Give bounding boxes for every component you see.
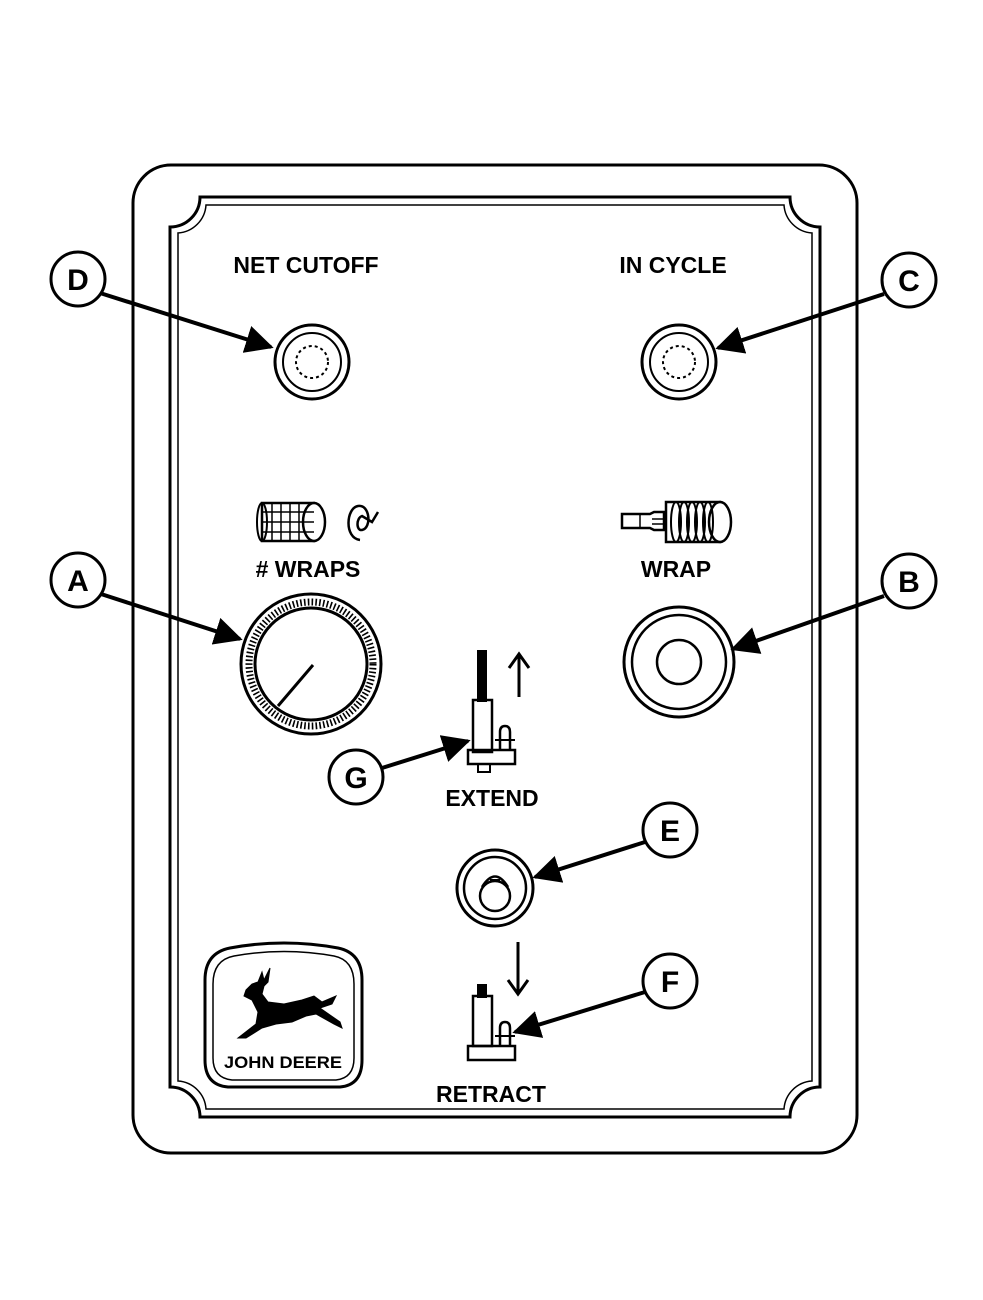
callout-g: G [327,748,385,806]
cylinder-retract-icon [466,984,517,1062]
callout-a-leader [100,592,243,645]
wrap-label: WRAP [641,556,711,582]
dial-pointer [276,664,315,707]
logo-brand-text: JOHN DEERE [224,1053,342,1072]
svg-text:B: B [898,566,920,599]
in-cycle-indicator-light [640,323,718,401]
wrap-push-button[interactable] [622,605,736,719]
callout-d-leader [99,291,274,353]
callout-e: E [641,801,699,859]
callout-f-leader [512,990,646,1038]
panel-inner-border-inner [177,204,813,1110]
svg-text:D: D [67,264,89,297]
extend-label: EXTEND [445,785,538,811]
net-roll-spiral-icon [256,501,380,543]
svg-text:E: E [660,815,680,848]
arrow-down-icon [506,942,530,997]
panel-outer-frame [131,163,859,1155]
in-cycle-label: IN CYCLE [619,252,726,278]
callout-b-leader [730,594,885,654]
retract-label: RETRACT [436,1081,546,1107]
panel-inner-border-outer [168,195,822,1119]
leaping-deer-icon [236,967,343,1039]
wraps-dial-knob[interactable] [239,592,383,736]
svg-text:C: C [898,265,920,298]
net-cutoff-label: NET CUTOFF [233,252,378,278]
callout-a: A [49,551,107,609]
callout-c-leader [715,292,885,354]
cylinder-extend-icon [466,650,517,773]
hand-press-roll-icon [620,500,733,544]
extend-retract-rocker-switch[interactable] [455,848,535,928]
svg-text:F: F [661,966,679,999]
callout-c: C [880,251,938,309]
net-cutoff-indicator-light [273,323,351,401]
arrow-up-icon [507,651,531,697]
callout-e-leader [532,840,646,883]
callout-b: B [880,552,938,610]
callout-g-leader [381,735,471,770]
wraps-label: # WRAPS [256,556,361,582]
callout-d: D [49,250,107,308]
svg-text:A: A [67,565,89,598]
svg-text:G: G [344,762,367,795]
john-deere-logo: JOHN DEERE [203,941,364,1089]
callout-f: F [641,952,699,1010]
